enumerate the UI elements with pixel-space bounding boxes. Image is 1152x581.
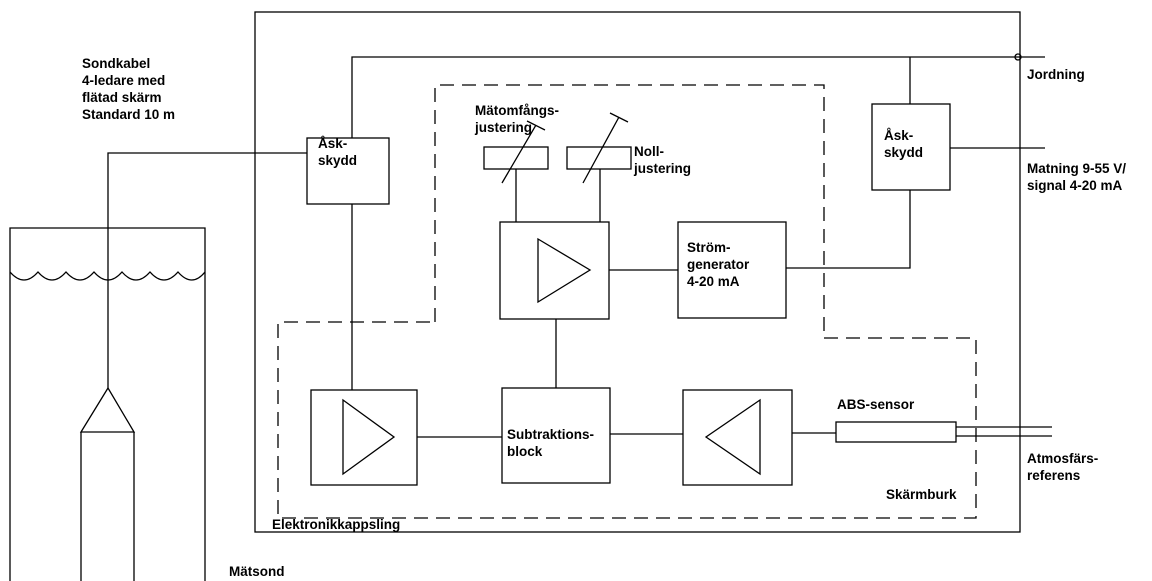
ground-bus-line (351, 56, 1045, 138)
current-gen-to-arrester-line (786, 190, 911, 269)
electronics-enclosure-label: Elektronikkappsling (272, 517, 401, 532)
grounding-label: Jordning (1027, 67, 1085, 82)
adjustment-dashed-region (434, 84, 825, 338)
atmospheric-reference-label: Atmosfärs- referens (1027, 451, 1099, 483)
probe-cone (79, 386, 136, 433)
abs-sensor-box (835, 421, 957, 443)
reference-amplifier-symbol (704, 398, 761, 476)
input-amplifier-box (310, 389, 418, 486)
shield-can-label: Skärmburk (886, 487, 957, 502)
zero-adjust-arrow (582, 112, 629, 184)
current-generator-box (677, 221, 787, 319)
probe-cable-line (107, 152, 307, 388)
subtraction-block-box (501, 387, 611, 484)
output-amplifier-symbol (537, 237, 592, 304)
subtraction-block-label: Subtraktions- block (507, 427, 595, 459)
lightning-arrester-right-label: Åsk- skydd (884, 128, 924, 160)
probe-body (80, 432, 135, 581)
probe-cable-label: Sondkabel 4-ledare med flätad skärm Stan… (82, 56, 176, 122)
reference-amplifier-box (682, 389, 793, 486)
output-amplifier-box (499, 221, 610, 320)
water-surface-wave (9, 271, 206, 281)
supply-signal-label: Matning 9-55 V/ signal 4-20 mA (1027, 161, 1127, 193)
measurement-probe-label: Mätsond (229, 564, 285, 579)
lightning-arrester-left-label: Åsk- skydd (318, 136, 358, 168)
lightning-arrester-right (871, 103, 951, 191)
span-adjust-arrow (501, 120, 546, 184)
zero-adjust-potentiometer (566, 146, 632, 170)
ground-junction-dot (1014, 53, 1022, 61)
zero-adjust-label: Noll- justering (634, 144, 692, 176)
abs-sensor-label: ABS-sensor (837, 397, 915, 412)
electronics-enclosure (254, 11, 1021, 533)
current-generator-label: Ström- generator 4-20 mA (687, 240, 750, 289)
span-adjust-label: Mätomfångs- justering (475, 103, 559, 135)
measurement-well (9, 227, 206, 581)
lightning-arrester-left (306, 137, 390, 205)
atmospheric-reference-tube (956, 426, 1052, 437)
input-amplifier-symbol (342, 398, 396, 476)
